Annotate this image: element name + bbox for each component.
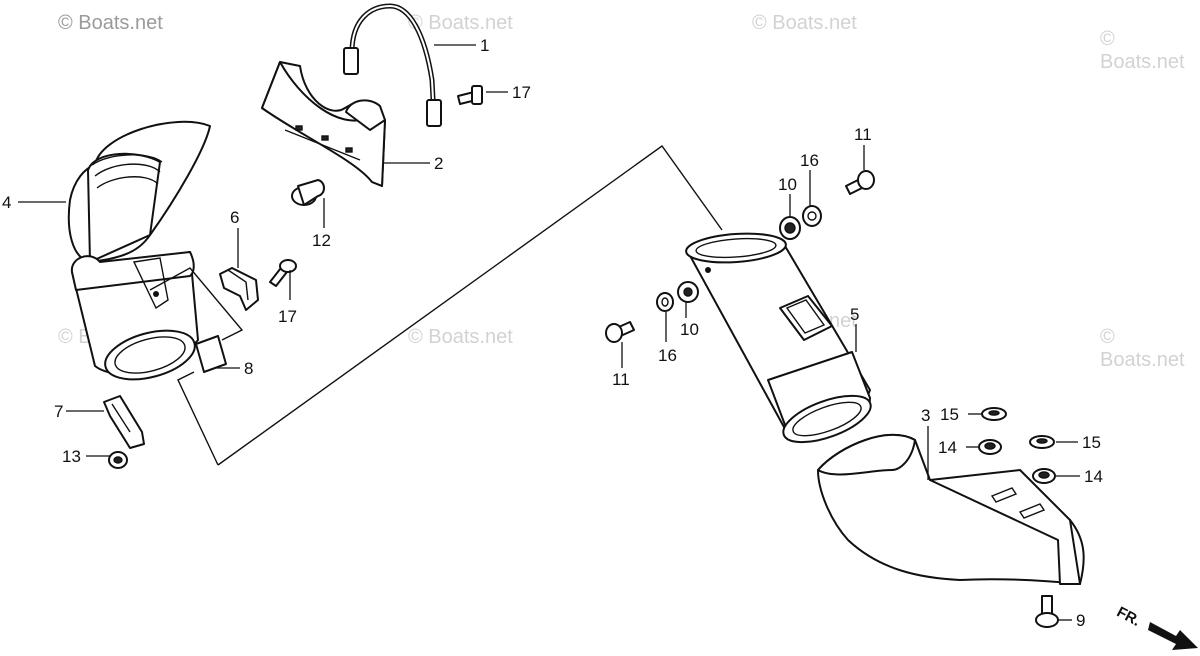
part-14-grommet-right[interactable] bbox=[1032, 468, 1056, 484]
label-fr: FR. bbox=[1114, 603, 1143, 629]
part-11-bolt-lower[interactable] bbox=[605, 321, 635, 343]
part-8-pad[interactable] bbox=[195, 335, 227, 373]
label-5: 5 bbox=[850, 305, 859, 324]
watermark-top-center: © Boats.net bbox=[408, 12, 513, 34]
watermark-top-left: © Boats.net bbox=[58, 12, 163, 34]
label-3: 3 bbox=[921, 406, 930, 425]
part-15-washer-left[interactable] bbox=[981, 407, 1007, 421]
watermark-top-right-2: © Boats.net bbox=[1100, 28, 1185, 73]
label-11-lower: 11 bbox=[612, 370, 630, 389]
watermark-top-right-1: © Boats.net bbox=[752, 12, 857, 34]
part-16-washer-lower[interactable] bbox=[656, 292, 674, 312]
part-7-clip[interactable] bbox=[103, 395, 145, 449]
part-10-grommet-upper[interactable] bbox=[779, 216, 801, 240]
part-3-lower-duct[interactable] bbox=[817, 433, 1085, 585]
assembly-outline bbox=[149, 145, 723, 466]
watermark-mid-center: © Boats.net bbox=[408, 326, 513, 348]
part-11-bolt-upper[interactable] bbox=[845, 170, 875, 195]
part-17-bolt-top[interactable] bbox=[457, 85, 483, 105]
label-4: 4 bbox=[2, 193, 11, 212]
label-17-left: 17 bbox=[278, 307, 297, 326]
front-direction-arrow-icon bbox=[1148, 622, 1198, 650]
label-7: 7 bbox=[54, 402, 63, 421]
part-9-bolt[interactable] bbox=[1035, 595, 1059, 628]
watermark-mid-right-2: © Boats.net bbox=[1100, 326, 1185, 371]
part-12-pin[interactable] bbox=[291, 179, 325, 206]
label-17-top: 17 bbox=[512, 83, 531, 102]
label-2: 2 bbox=[434, 154, 443, 173]
label-1: 1 bbox=[480, 36, 489, 55]
label-14-left: 14 bbox=[938, 438, 957, 457]
part-4-intake-duct[interactable] bbox=[67, 120, 211, 388]
part-15-washer-right[interactable] bbox=[1029, 435, 1055, 449]
part-13-nut[interactable] bbox=[108, 451, 128, 469]
part-1-strap[interactable] bbox=[343, 3, 442, 127]
part-2-bracket[interactable] bbox=[261, 61, 386, 187]
label-13: 13 bbox=[62, 447, 81, 466]
label-16-lower: 16 bbox=[658, 346, 677, 365]
label-6: 6 bbox=[230, 208, 239, 227]
label-9: 9 bbox=[1076, 611, 1085, 630]
label-14-right: 14 bbox=[1084, 467, 1103, 486]
leader-lines bbox=[18, 44, 1080, 621]
label-15-right: 15 bbox=[1082, 433, 1101, 452]
label-16-upper: 16 bbox=[800, 151, 819, 170]
part-5-tube[interactable] bbox=[685, 231, 876, 452]
part-10-grommet-lower[interactable] bbox=[677, 281, 699, 303]
label-10-upper: 10 bbox=[778, 175, 797, 194]
label-11-upper: 11 bbox=[854, 125, 872, 144]
label-12: 12 bbox=[312, 231, 331, 250]
label-10-lower: 10 bbox=[680, 320, 699, 339]
part-16-washer-upper[interactable] bbox=[802, 205, 822, 227]
label-8: 8 bbox=[244, 359, 253, 378]
part-6-clip[interactable] bbox=[219, 267, 259, 311]
label-15-left: 15 bbox=[940, 405, 959, 424]
part-14-grommet-left[interactable] bbox=[978, 439, 1002, 455]
part-17-bolt-left[interactable] bbox=[269, 259, 297, 287]
